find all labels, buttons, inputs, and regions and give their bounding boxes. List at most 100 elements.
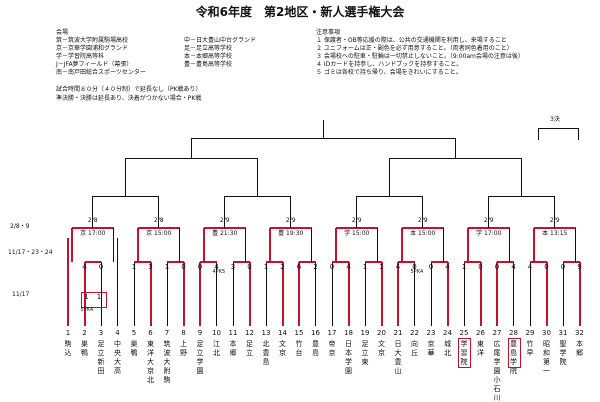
team-name: 筑波大附駒: [163, 340, 171, 384]
match-score: 1: [362, 263, 368, 271]
note-item: ３ 会場校への駐車・駐輪は一切禁止しないこと。（9:00am会場の注意は後）: [316, 53, 524, 60]
bracket-line: [347, 262, 350, 326]
match-line: [563, 261, 580, 263]
team-number: 25: [459, 329, 469, 337]
team-name: 日大豊山: [394, 340, 402, 375]
match-venue: 学 15:00: [344, 230, 370, 237]
team-name: 駒込: [64, 340, 72, 357]
bracket-line: [245, 228, 246, 262]
team-number: 11: [228, 329, 238, 337]
bracket-line: [199, 262, 201, 326]
round3-line: [92, 195, 159, 197]
team-name: 上野: [180, 340, 187, 357]
match-venue: 豊 21:30: [212, 230, 238, 237]
team-name: 本郷: [576, 340, 583, 357]
date-label: 11/17・23・24: [8, 249, 53, 256]
match-score: 3: [148, 263, 153, 271]
round2-line: [336, 227, 378, 229]
bracket-line: [513, 262, 514, 326]
match-venue: 学 17:00: [476, 230, 502, 237]
team-number: 19: [360, 329, 370, 337]
round3-line: [488, 195, 555, 197]
team-number: 10: [212, 329, 221, 337]
team-name: 城北: [444, 340, 451, 357]
team-number: 7: [164, 329, 170, 337]
round2-line: [204, 227, 246, 229]
team-name: 広尾学園小石川: [493, 340, 501, 402]
bracket-line: [182, 262, 185, 326]
team-name: 北豊島: [262, 340, 270, 366]
bracket-line: [179, 228, 180, 262]
semifinal-line: [389, 157, 522, 159]
round3-line: [356, 195, 423, 197]
team-name: 東洋: [477, 340, 484, 357]
match-score: 0: [560, 263, 566, 271]
match-score: 0: [478, 263, 483, 271]
rule-line: 試合時間８０分（４０分制）で延長なし（PK戦あり）: [56, 86, 202, 93]
match-venue: 本 13:15: [542, 230, 568, 237]
notes-heading: 注意事項: [316, 29, 341, 36]
bracket-line: [509, 228, 510, 262]
match-venue: 豊 19:30: [278, 230, 304, 237]
team-number: 22: [410, 329, 419, 337]
team-name: 文京: [279, 340, 286, 357]
venue-item: 南－南戸田総合スポーツセンター: [56, 69, 146, 76]
pk-label: 4PK5: [212, 269, 226, 275]
match-venue: 本 15:00: [410, 230, 436, 237]
bracket-line: [191, 138, 193, 158]
round2-line: [72, 227, 114, 229]
venue-item: J－JFA夢フィールド（幕張）: [56, 61, 133, 68]
venue-item: 筑－筑波大学附属駒場高校: [56, 37, 129, 44]
bracket-line: [83, 262, 86, 326]
date-label: 11/17: [12, 291, 30, 298]
bracket-line: [92, 196, 94, 228]
bracket-line: [232, 262, 234, 326]
match-score: 0: [181, 263, 186, 271]
bracket-line: [269, 228, 271, 262]
venue-item: 中－日大豊山中台グランド: [184, 37, 257, 44]
bracket-line: [521, 158, 523, 196]
team-name: 文京: [378, 340, 385, 357]
match-line: [134, 261, 151, 263]
champion-line: [323, 120, 325, 138]
bracket-line: [216, 262, 217, 326]
match-score: 0: [544, 263, 549, 271]
match-line: [398, 261, 415, 263]
bracket-line: [133, 262, 135, 326]
bracket-line: [67, 238, 69, 326]
match-score: 0: [494, 263, 500, 271]
team-number: 14: [278, 329, 287, 337]
bracket-line: [463, 262, 465, 326]
bracket-line: [331, 262, 333, 326]
venue-item: 豊－豊島高等学校: [184, 61, 233, 68]
match-score: 1: [263, 263, 269, 271]
bracket-line: [137, 228, 139, 262]
team-number: 29: [525, 329, 535, 337]
team-number: 15: [294, 329, 304, 337]
match-line: [365, 261, 382, 263]
team-number: 31: [558, 329, 568, 337]
pk-label: 5PK4: [80, 307, 94, 313]
final-line: [191, 137, 456, 139]
match-score: 4: [527, 263, 533, 271]
bracket-line: [422, 196, 424, 228]
page-title: 令和6年度 第2地区・新人選手権大会: [195, 5, 405, 19]
match-score: 4: [346, 263, 351, 271]
match-score: 4: [82, 263, 87, 271]
match-score: 9: [577, 263, 582, 271]
bracket-line: [575, 228, 576, 262]
note-item: ５ ゴミは各校で持ち帰り、会場をきれいにすること。: [316, 69, 462, 76]
bracket-line: [430, 262, 432, 326]
bracket-line: [479, 262, 482, 326]
bracket-line: [356, 196, 358, 228]
match-score: 1: [84, 293, 89, 301]
bracket-line: [455, 138, 457, 158]
match-score: 0: [329, 263, 335, 271]
bracket-line: [364, 262, 366, 326]
bracket-line: [125, 158, 127, 196]
team-number: 1: [65, 329, 71, 337]
match-score: 2: [280, 263, 285, 271]
bracket-line: [577, 128, 579, 140]
bracket-line: [166, 262, 168, 326]
bracket-line: [113, 228, 114, 262]
